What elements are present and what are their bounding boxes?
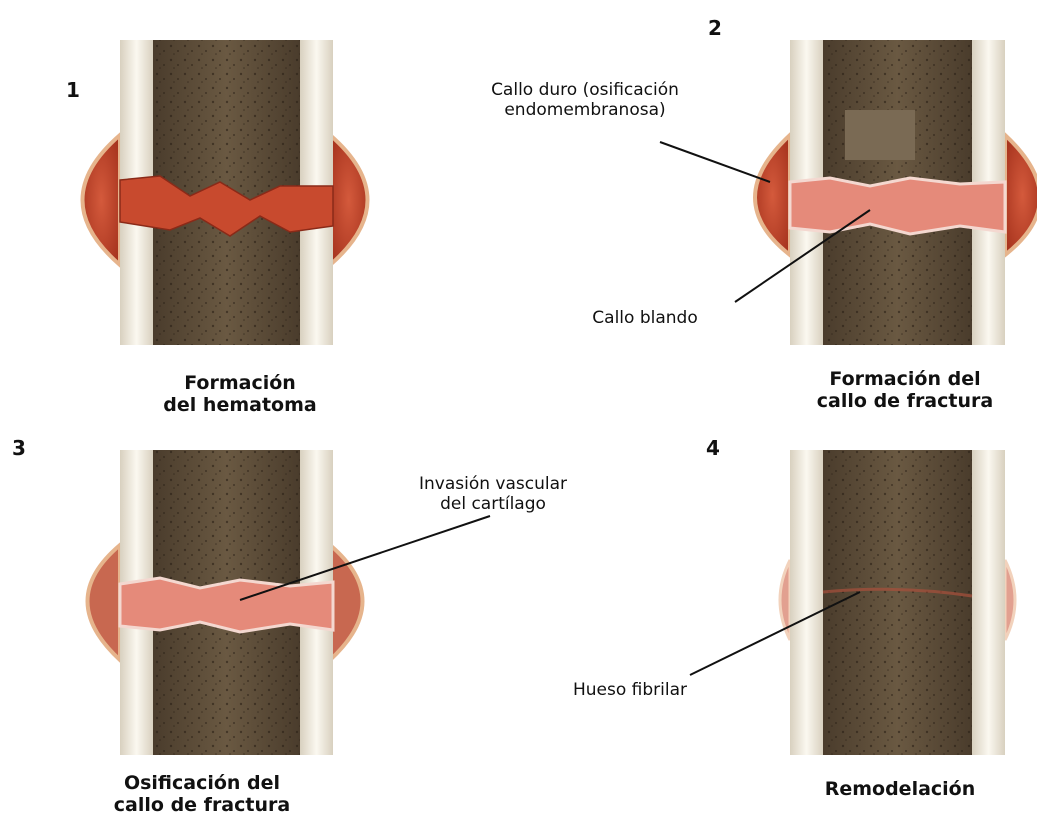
caption-line: callo de fractura: [785, 390, 1025, 412]
panel-2-bone: [755, 40, 1037, 345]
panel-2-caption: Formación del callo de fractura: [785, 368, 1025, 412]
panel-2-number: 2: [708, 16, 722, 40]
caption-line: Remodelación: [780, 778, 1020, 800]
panel-4-caption: Remodelación: [780, 778, 1020, 800]
panel-1-caption: Formación del hematoma: [140, 372, 340, 416]
caption-line: Formación: [140, 372, 340, 394]
annotation-line: Callo duro (osificación: [420, 80, 750, 100]
woven-bone-label: Hueso fibrilar: [530, 680, 730, 700]
panel-3-caption: Osificación del callo de fractura: [82, 772, 322, 816]
vascular-invasion-label: Invasión vascular del cartílago: [368, 474, 618, 514]
panel-4-number: 4: [706, 436, 720, 460]
panel-3-bone: [88, 450, 363, 755]
panel-3-number: 3: [12, 436, 26, 460]
soft-callus-label: Callo blando: [555, 308, 735, 328]
panel-4-bone: [780, 450, 1015, 755]
annotation-line: Invasión vascular: [368, 474, 618, 494]
caption-line: callo de fractura: [82, 794, 322, 816]
annotation-line: del cartílago: [368, 494, 618, 514]
caption-line: Osificación del: [82, 772, 322, 794]
panel-1-bone: [83, 40, 368, 345]
caption-line: Formación del: [785, 368, 1025, 390]
annotation-line: endomembranosa): [420, 100, 750, 120]
caption-line: del hematoma: [140, 394, 340, 416]
panel-1-number: 1: [66, 78, 80, 102]
hard-callus-label: Callo duro (osificación endomembranosa): [420, 80, 750, 120]
hard-callus-leader: [660, 142, 770, 182]
